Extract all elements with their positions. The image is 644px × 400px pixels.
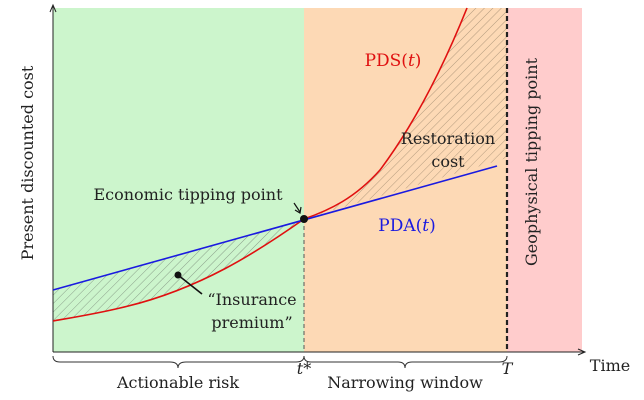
- y-axis-arrowhead: [49, 3, 57, 13]
- brace-actionable: [52, 355, 305, 369]
- tick-T: T: [502, 359, 514, 378]
- pds-label: PDS(t): [365, 51, 422, 71]
- insurance-premium-label-line2: premium”: [211, 313, 292, 332]
- actionable-risk-label: Actionable risk: [116, 373, 239, 392]
- insurance-premium-area: [53, 219, 304, 321]
- y-axis-label: Present discounted cost: [18, 65, 37, 260]
- region-tipped: [507, 8, 582, 352]
- insurance-premium-pointer: [177, 274, 203, 295]
- pda-curve: [52, 165, 498, 291]
- tick-t-star: t*: [297, 359, 311, 378]
- pda-label: PDA(t): [378, 216, 435, 236]
- x-axis-label: Time: [590, 356, 630, 375]
- restoration-cost-area: [304, 8, 507, 219]
- economic-tipping-point-arrowhead: [294, 206, 302, 214]
- economic-tipping-point-dot: [300, 215, 308, 223]
- restoration-cost-label-line2: cost: [431, 152, 465, 171]
- geophysical-tipping-point-label: Geophysical tipping point: [522, 57, 541, 266]
- economic-tipping-point-label: Economic tipping point: [93, 185, 283, 204]
- narrowing-window-label: Narrowing window: [327, 373, 483, 392]
- economic-tipping-point-arrow: [293, 202, 301, 213]
- brace-narrowing: [303, 355, 508, 369]
- x-axis-arrowhead: [577, 348, 587, 356]
- insurance-premium-label-line1: “Insurance: [207, 290, 296, 309]
- restoration-cost-label-line1: Restoration: [401, 129, 495, 148]
